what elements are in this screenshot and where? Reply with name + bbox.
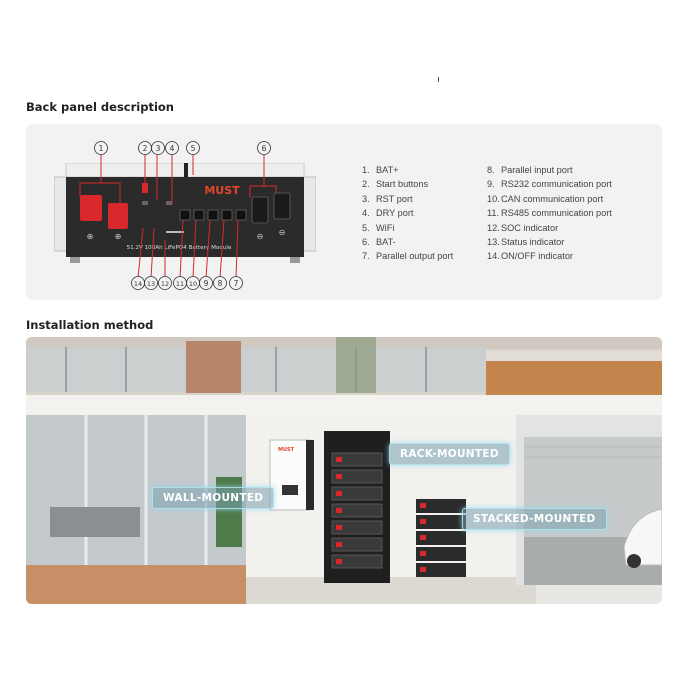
callout-3: 3 (156, 144, 161, 153)
callout-7: 7 (234, 279, 239, 288)
port (235, 209, 247, 221)
legend-item: 8.Parallel input port (487, 165, 573, 175)
callout-10: 10 (189, 280, 197, 288)
start-button (142, 183, 148, 193)
legend-item: 9.RS232 communication port (487, 179, 612, 190)
installation-scene: MUST (26, 337, 662, 604)
brand-logo: MUST (204, 184, 240, 197)
callout-2: 2 (143, 144, 148, 153)
bat-plus-terminal-left (80, 195, 102, 221)
rack-mounted-tag: RACK-MOUNTED (389, 443, 510, 465)
legend-list-left: 1.BAT+ 2.Start buttons 3.RST port 4.DRY … (362, 163, 453, 264)
callout-12: 12 (161, 280, 169, 288)
svg-text:⊕: ⊕ (115, 232, 122, 241)
legend-item: 2.Start buttons (362, 179, 429, 190)
callout-1: 1 (99, 144, 104, 153)
svg-text:MUST: MUST (278, 447, 295, 453)
legend-list-right: 8.Parallel input port 9.RS232 communicat… (487, 163, 612, 264)
legend-item: 1.BAT+ (362, 165, 399, 175)
svg-text:⊖: ⊖ (257, 232, 264, 241)
callout-4: 4 (170, 144, 175, 153)
top-tick-mark (438, 77, 439, 82)
wifi-antenna (184, 163, 188, 177)
legend-item: 14.ON/OFF indicator (487, 251, 573, 262)
callout-6: 6 (262, 144, 267, 153)
module-label: 51.2V 100Ah LiFePO4 Battery Module (127, 245, 232, 251)
bat-plus-terminal-right (108, 203, 128, 229)
legend-item: 3.RST port (362, 193, 413, 204)
port (221, 209, 233, 221)
svg-text:⊕: ⊕ (87, 232, 94, 241)
legend-item: 4.DRY port (362, 208, 414, 219)
legend-item: 7.Parallel output port (362, 251, 454, 262)
legend-item: 12.SOC indicator (487, 222, 559, 233)
bat-minus-terminal-left (251, 196, 269, 224)
callout-14: 14 (134, 280, 142, 288)
port (193, 209, 205, 221)
svg-text:⊖: ⊖ (279, 228, 286, 237)
legend-item: 10.CAN communication port (487, 193, 604, 204)
callout-11: 11 (176, 280, 184, 288)
legend-item: 5.WiFi (362, 222, 395, 233)
callout-13: 13 (147, 280, 155, 288)
callout-5: 5 (191, 144, 196, 153)
back-panel-title: Back panel description (26, 100, 174, 114)
wall-mounted-tag: WALL-MOUNTED (152, 487, 275, 509)
stacked-mounted-tag: STACKED-MOUNTED (462, 508, 607, 530)
legend-item: 13.Status indicator (487, 237, 565, 248)
callout-9: 9 (204, 279, 209, 288)
callout-8: 8 (218, 279, 223, 288)
battery-back-panel-illustration: ⊕ ⊕ MUST ⊖ ⊖ 51.2V 100Ah LiFePO4 Battery… (54, 163, 316, 263)
port (179, 209, 191, 221)
port (207, 209, 219, 221)
installation-title: Installation method (26, 318, 154, 332)
legend-item: 6.BAT- (362, 237, 396, 248)
stacked-batteries (416, 499, 466, 577)
bat-minus-terminal-right (273, 192, 291, 220)
legend-item: 11.RS485 communication port (487, 208, 612, 219)
